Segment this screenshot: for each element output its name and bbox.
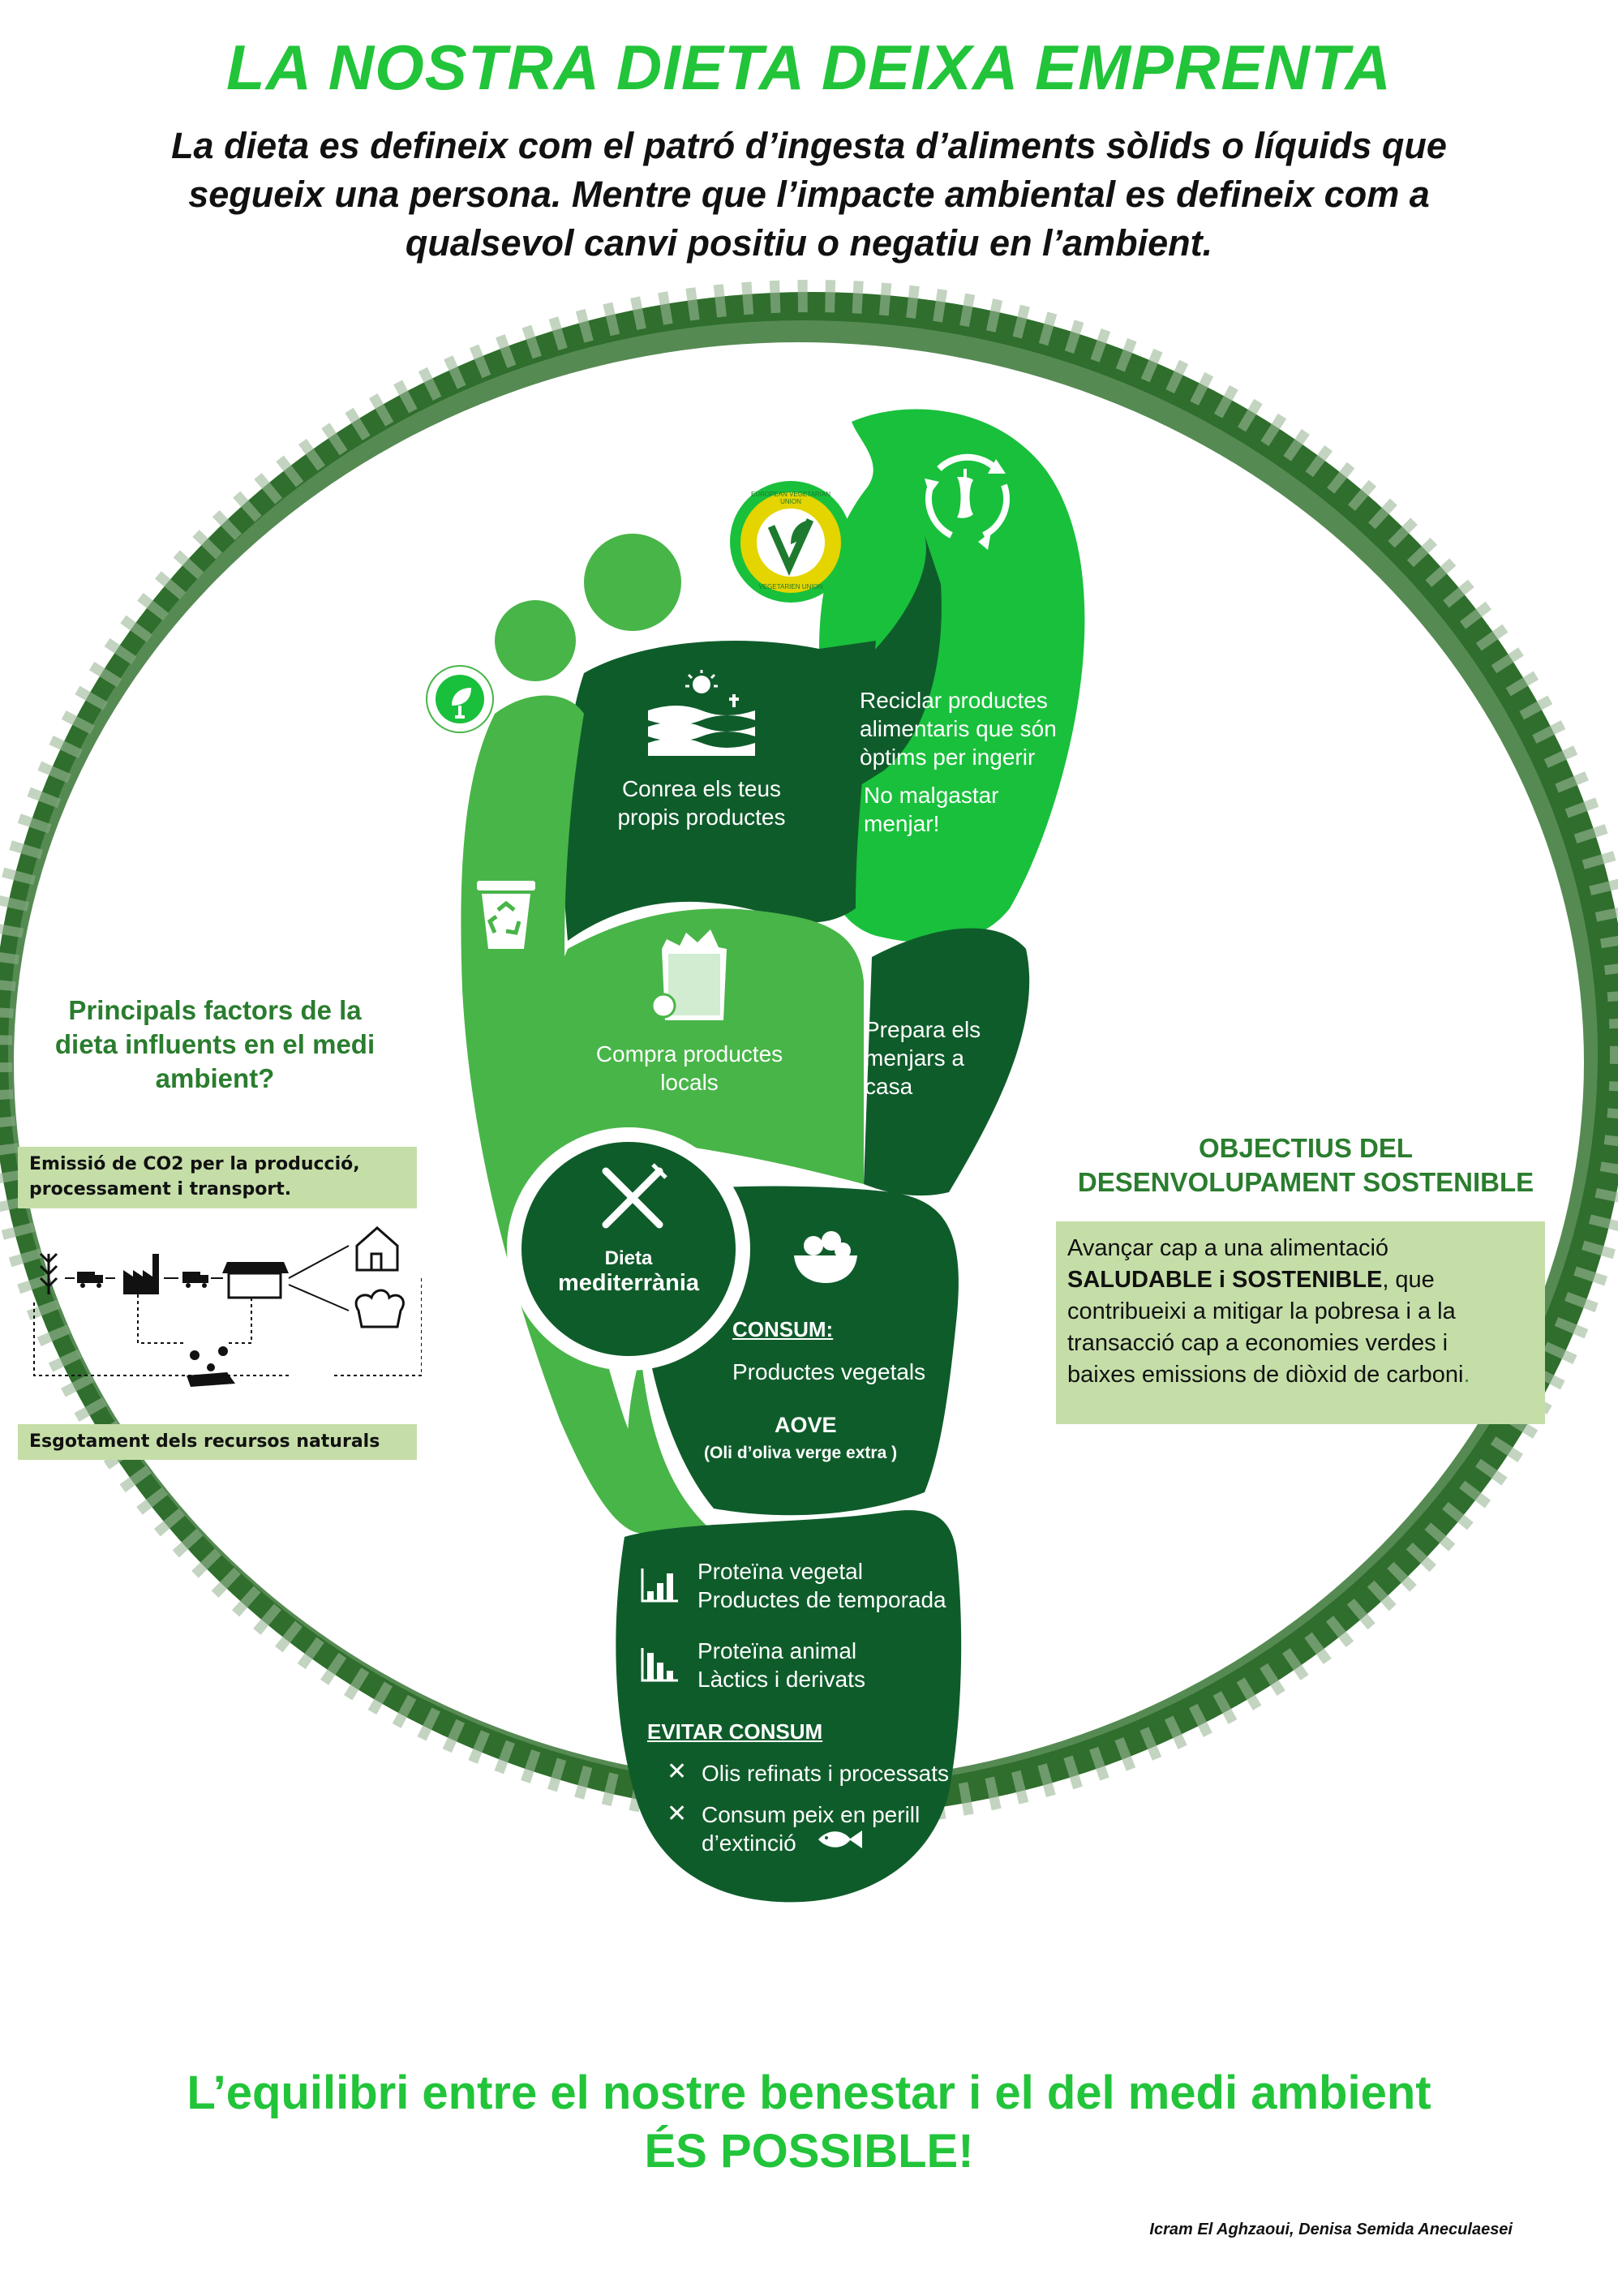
plug-leaf-icon [427,667,492,732]
recycle-label: Reciclar productes alimentaris que són ò… [860,686,1062,838]
no-waste-label: No malgastar menjar! [864,783,999,836]
sdg-text-rest: , que [1382,1267,1435,1293]
consume-item: Productes vegetals [732,1359,926,1384]
protein-veg-label: Proteïna vegetal Productes de temporada [697,1557,973,1614]
protein-veg-line: Proteïna vegetal [697,1559,863,1584]
sdg-text-line: SALUDABLE i SOSTENIBLE, que [1067,1264,1537,1296]
closing-line2: ÉS POSSIBLE! [644,2125,974,2178]
consume-title: CONSUM: [732,1317,834,1341]
factory-icon [123,1254,159,1294]
supply-chain-diagram [24,1213,423,1408]
emissions-box: Emissió de CO2 per la producció, process… [18,1147,417,1208]
authors: Icram El Aghzaoui, Denisa Semida Anecula… [1149,2221,1513,2238]
mid-band [627,1354,779,1556]
intro-line: segueix una persona. Mentre que l’impact… [188,174,1430,215]
fruit-bowl-icon [789,1223,862,1288]
grow-label-line: Conrea els teus [621,776,782,801]
farm-field-icon [645,670,758,761]
sdg-text-line: Avançar cap a una alimentació [1067,1235,1389,1261]
closing-message: L’equilibri entre el nostre benestar i e… [0,2064,1618,2181]
diet-circle [521,1142,736,1356]
big-toe [819,409,1085,943]
emissions-line: processament i transport. [29,1179,292,1199]
sdg-text-last: baixes emissions de diòxid de carboni [1067,1362,1464,1388]
toe-3 [584,534,681,631]
truck-icon [182,1272,208,1288]
house-icon [355,1226,399,1272]
vegetarian-v-icon [757,509,825,577]
closing-line1: L’equilibri entre el nostre benestar i e… [187,2066,1431,2119]
avoid-title: EVITAR CONSUM [647,1719,823,1744]
protein-animal-line: Làctics i derivats [697,1667,865,1692]
protein-animal-line: Proteïna animal [697,1638,857,1663]
diet-label-line2: mediterrània [557,1270,700,1296]
avoid-item-1: Olis refinats i processats [702,1761,949,1786]
grow-segment [563,641,876,941]
resources-box: Esgotament dels recursos naturals [18,1424,417,1460]
factors-title-line: Principals factors de la [68,995,362,1025]
grow-label-line: propis productes [617,805,786,830]
recycle-label-line: alimentaris que són [860,716,1057,741]
toe-4 [495,600,576,681]
fork-knife-icon [596,1161,669,1234]
recycle-label-line: Reciclar productes [860,688,1048,713]
avoid-item-2-line: d’extinció [702,1830,796,1856]
factors-title-line: dieta influents en el medi [54,1029,376,1059]
local-label-line: locals [660,1070,719,1095]
protein-veg-line: Productes de temporada [697,1587,946,1612]
grocery-bag-icon [649,925,738,1022]
bar-chart-down-icon [641,1646,680,1682]
intro-line: qualsevol canvi positiu o negatiu en l’a… [405,222,1213,264]
recycle-apple-icon [907,436,1028,558]
heel-segment [616,1510,962,1903]
factors-title: Principals factors de la dieta influents… [16,994,414,1096]
sdg-title-line: OBJECTIUS DEL [1198,1133,1414,1163]
sdg-text-line: contribueixi a mitigar la pobresa i a la [1067,1298,1456,1324]
sdg-bold-text: SALUDABLE i SOSTENIBLE [1067,1267,1383,1293]
sdg-title-line: DESENVOLUPAMENT SOSTENIBLE [1077,1167,1534,1197]
page-title: LA NOSTRA DIETA DEIXA EMPRENTA [226,32,1392,103]
cross-icon: ✕ [667,1758,688,1785]
sdg-title: OBJECTIUS DEL DESENVOLUPAMENT SOSTENIBLE [1034,1131,1577,1199]
intro-text: La dieta es defineix com el patró d’inge… [73,122,1545,268]
vegetarian-logo-text-2: VEGETARIEN UNION [758,583,823,590]
sdg-text-line: baixes emissions de diòxid de carboni. [1067,1359,1537,1391]
vegetarian-logo: EUROPEAN VEGETARIAN UNION VEGETARIEN UNI… [736,488,845,597]
emissions-line: Emissió de CO2 per la producció, [29,1154,360,1174]
grow-label: Conrea els teus propis productes [592,775,811,831]
recycle-bin-icon [466,874,547,955]
aove-full-label: (Oli d’oliva verge extra ) [704,1444,898,1462]
cross-icon: ✕ [667,1800,688,1827]
diet-circle-label: Dieta mediterrània [535,1247,722,1297]
factors-title-line: ambient? [155,1063,275,1093]
local-segment [532,908,864,1184]
local-label: Compra productes locals [580,1040,799,1097]
wheat-icon [39,1252,58,1294]
home-label-line: casa [865,1074,913,1099]
market-stall-icon [222,1262,289,1299]
diet-label-line1: Dieta [604,1247,653,1269]
food-waste-icon [187,1346,235,1387]
chef-hat-icon [354,1289,405,1328]
avoid-item-2: Consum peix en perill d’extinció [702,1800,945,1857]
protein-animal-label: Proteïna animal Làctics i derivats [697,1637,973,1693]
home-segment [864,928,1030,1196]
sdg-text-period: . [1463,1362,1470,1388]
home-label-line: menjars a [865,1045,964,1071]
resources-text: Esgotament dels recursos naturals [29,1431,380,1452]
home-label: Prepara els menjars a casa [865,1015,994,1101]
truck-icon [77,1272,103,1288]
local-label-line: Compra productes [595,1041,783,1066]
sdg-box: Avançar cap a una alimentació SALUDABLE … [1056,1221,1545,1424]
home-label-line: Prepara els [865,1017,981,1042]
vegetarian-logo-text: EUROPEAN VEGETARIAN UNION [750,491,831,505]
bar-chart-up-icon [641,1567,680,1603]
recycle-label-line: òptims per ingerir [860,745,1036,770]
aove-label: AOVE [775,1413,837,1437]
sdg-text-line: transacció cap a economies verdes i [1067,1330,1448,1356]
intro-line: La dieta es defineix com el patró d’inge… [171,125,1447,166]
fish-icon [815,1827,864,1852]
avoid-item-2-line: Consum peix en perill [702,1802,921,1827]
